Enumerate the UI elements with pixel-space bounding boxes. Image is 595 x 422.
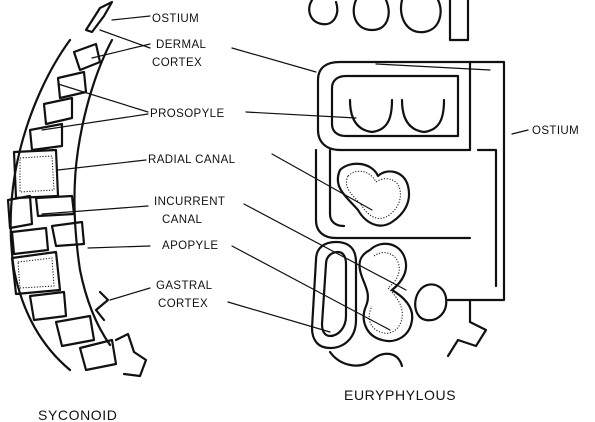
top-block [450, 0, 468, 40]
titles: EURYPHYLOUS SYCONOID [38, 387, 456, 422]
lower-fold-bottom [330, 352, 402, 366]
leader-gastral-left [110, 288, 150, 300]
title-syconoid: SYCONOID [38, 407, 117, 422]
leader-lines [42, 16, 528, 332]
chamber-10-lining [18, 258, 54, 288]
chamber-5-lining [20, 156, 54, 192]
right-column [470, 62, 504, 300]
leader-radial-right [272, 154, 372, 210]
label-incurrent-canal-line1: INCURRENT [154, 196, 225, 208]
syconoid-figure [8, 2, 146, 376]
chamber-9 [52, 222, 84, 246]
lower-fold-left [312, 242, 356, 348]
label-gastral-cortex-line1: GASTRAL [156, 280, 213, 292]
leader-radial-left [58, 160, 146, 170]
label-incurrent-canal-line2: CANAL [162, 214, 203, 226]
label-gastral-cortex-line2: CORTEX [158, 298, 208, 310]
label-apopyle: APOPYLE [162, 240, 219, 252]
lower-fold-mid [359, 244, 412, 341]
label-ostium-right: OSTIUM [532, 125, 579, 137]
leader-ostium-left [112, 16, 150, 20]
title-euryphylous: EURYPHYLOUS [344, 387, 456, 403]
syconoid-top-hook [86, 2, 112, 32]
leader-dermal-2 [100, 30, 150, 48]
euryphylous-figure [309, 0, 504, 366]
radial-canal-mass [338, 164, 409, 226]
lower-fold-left-inner [322, 252, 346, 336]
top-fold-3 [401, 0, 441, 32]
label-radial-canal: RADIAL CANAL [148, 154, 236, 166]
chamber-11 [30, 292, 66, 320]
radial-canal-lining [346, 171, 400, 218]
leader-apopyle-left [88, 246, 150, 248]
upper-pointer-line [376, 64, 490, 70]
top-fold-1 [309, 0, 337, 24]
upper-fold-a [350, 100, 392, 132]
labels: OSTIUM DERMAL CORTEX PROSOPYLE RADIAL CA… [148, 13, 579, 310]
leader-dermal-right [232, 48, 316, 72]
leader-prosopyle-right [246, 112, 356, 118]
gastral-jag-1 [96, 292, 108, 320]
right-column-inner [478, 150, 496, 286]
top-fold-2 [354, 0, 389, 30]
leader-dermal-1 [92, 44, 150, 58]
chamber-12 [56, 316, 94, 346]
label-prosopyle: PROSOPYLE [150, 108, 225, 120]
chamber-8 [12, 228, 48, 254]
upper-fold-b [402, 100, 444, 132]
label-ostium-left: OSTIUM [152, 13, 199, 25]
label-dermal-cortex-line1: DERMAL [156, 39, 207, 51]
chamber-3 [44, 98, 72, 124]
leader-ostium-right [512, 130, 528, 134]
leader-incurrent-left [42, 206, 148, 214]
lower-fold-right [415, 284, 446, 320]
label-dermal-cortex-line2: CORTEX [152, 57, 202, 69]
leader-gastral-right [228, 302, 330, 332]
gastral-jag-2 [116, 334, 146, 376]
lower-right-wall [448, 300, 486, 356]
